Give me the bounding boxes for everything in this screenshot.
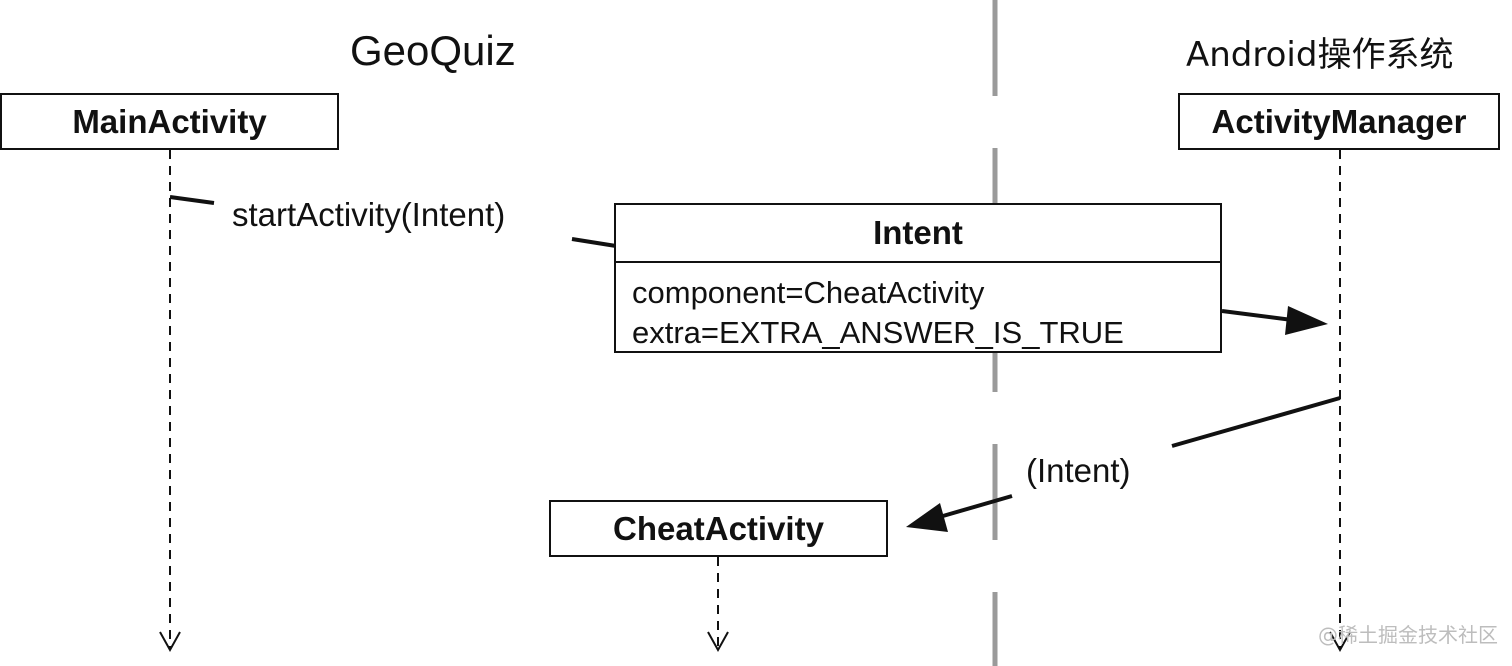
intent-return-label: (Intent) [1026, 452, 1131, 489]
watermark: @稀土掘金技术社区 [1318, 623, 1498, 647]
geoquiz-title: GeoQuiz [350, 27, 516, 74]
intent-component-field: component=CheatActivity [632, 275, 985, 310]
intent-object-box: Intent component=CheatActivity extra=EXT… [614, 203, 1222, 353]
intent-header: Intent [616, 205, 1220, 263]
start-activity-message-line-a [169, 195, 215, 205]
intent-extra-field: extra=EXTRA_ANSWER_IS_TRUE [632, 315, 1124, 350]
return-to-cheat-arrow [935, 494, 1013, 520]
start-activity-message-line-b [571, 237, 617, 248]
start-activity-message-label: startActivity(Intent) [232, 196, 506, 233]
intent-to-manager-arrowhead [1285, 306, 1328, 335]
android-os-title: Android操作系统 [1186, 35, 1454, 75]
activity-manager-lifeline-end-arrow [1329, 631, 1351, 653]
main-activity-box: MainActivity [0, 93, 339, 150]
activity-manager-box: ActivityManager [1178, 93, 1500, 150]
main-activity-lifeline-end-arrow [159, 631, 181, 653]
manager-return-line [1171, 396, 1341, 448]
cheat-activity-lifeline-end-arrow [707, 631, 729, 653]
return-to-cheat-arrowhead [906, 503, 948, 532]
cheat-activity-box: CheatActivity [549, 500, 888, 557]
intent-fields: component=CheatActivity extra=EXTRA_ANSW… [616, 263, 1220, 353]
